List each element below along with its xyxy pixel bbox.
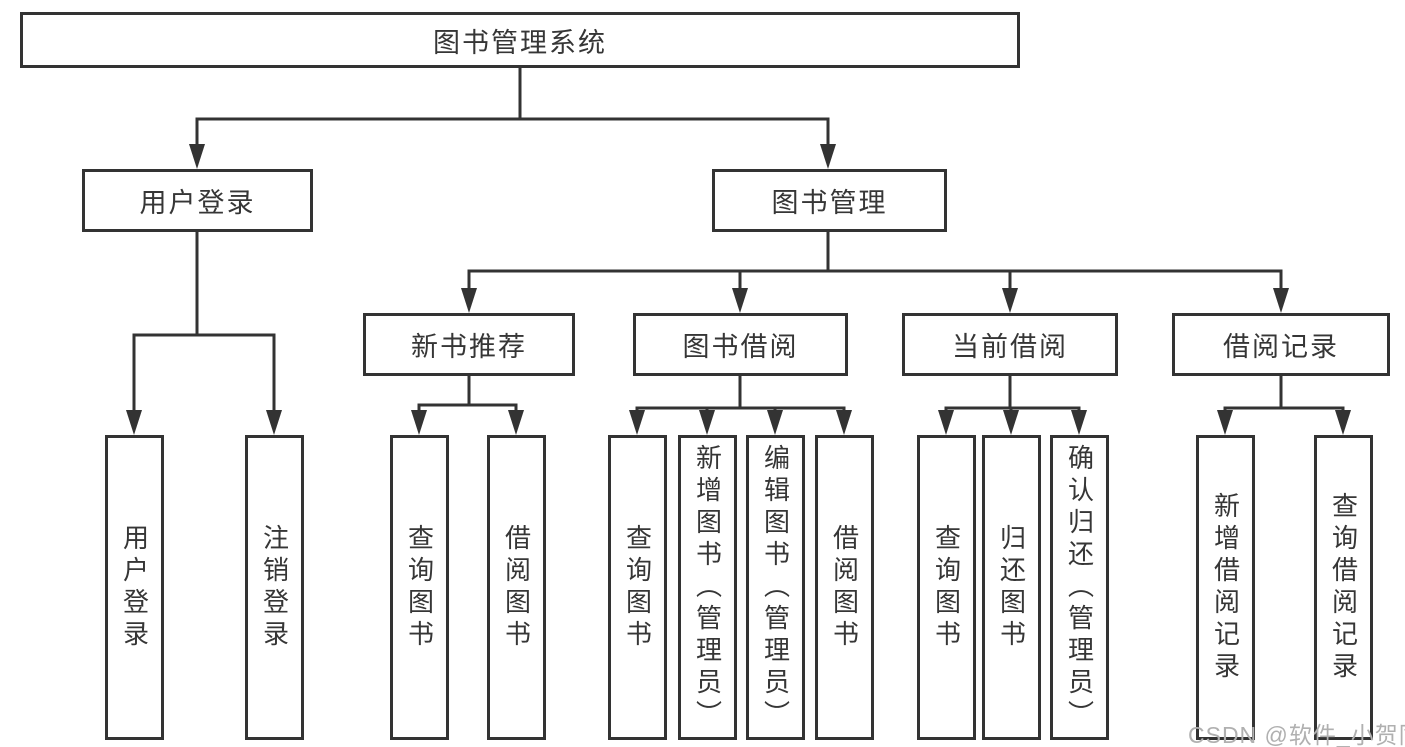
node-label: 新增图书（管理员） bbox=[692, 443, 723, 732]
node-book-management: 图书管理 bbox=[712, 169, 947, 232]
node-label: 当前借阅 bbox=[952, 332, 1068, 362]
node-current-borrow: 当前借阅 bbox=[902, 313, 1118, 376]
node-add-books-admin: 新增图书（管理员） bbox=[678, 435, 737, 740]
node-confirm-return-admin: 确认归还（管理员） bbox=[1050, 435, 1109, 740]
node-label: 借阅图书 bbox=[829, 523, 860, 652]
connector-recommend-to-leaves bbox=[411, 374, 524, 435]
connector-borrow-to-leaves bbox=[629, 374, 852, 435]
connector-user-login-to-leaves bbox=[126, 230, 282, 435]
node-label: 用户登录 bbox=[119, 523, 150, 652]
node-library-management-system: 图书管理系统 bbox=[20, 12, 1020, 68]
node-add-borrow-record: 新增借阅记录 bbox=[1196, 435, 1255, 740]
node-label: 确认归还（管理员） bbox=[1064, 443, 1095, 732]
node-recommend-query-books: 查询图书 bbox=[390, 435, 449, 740]
connector-root-to-branches bbox=[189, 66, 836, 169]
node-logout: 注销登录 bbox=[245, 435, 304, 740]
node-label: 编辑图书（管理员） bbox=[760, 443, 791, 732]
node-query-borrow-record: 查询借阅记录 bbox=[1314, 435, 1373, 740]
node-label: 图书借阅 bbox=[682, 332, 799, 362]
node-label: 归还图书 bbox=[996, 523, 1027, 652]
node-label: 查询图书 bbox=[622, 523, 653, 652]
node-borrow-records: 借阅记录 bbox=[1172, 313, 1390, 376]
csdn-watermark: CSDN @软件_小贺同学 bbox=[1188, 722, 1405, 747]
node-label: 查询图书 bbox=[931, 523, 962, 652]
node-label: 新书推荐 bbox=[411, 332, 527, 362]
connector-records-to-leaves bbox=[1217, 374, 1351, 435]
node-edit-books-admin: 编辑图书（管理员） bbox=[746, 435, 805, 740]
node-label: 查询借阅记录 bbox=[1328, 491, 1359, 684]
node-borrow-query-books: 查询图书 bbox=[608, 435, 667, 740]
node-user-login-branch: 用户登录 bbox=[82, 169, 313, 232]
node-label: 图书管理系统 bbox=[433, 27, 607, 58]
connector-current-to-leaves bbox=[938, 374, 1087, 435]
node-new-book-recommend: 新书推荐 bbox=[363, 313, 575, 376]
node-borrow-books-leaf: 借阅图书 bbox=[815, 435, 874, 740]
node-label: 查询图书 bbox=[404, 523, 435, 652]
node-book-borrow: 图书借阅 bbox=[633, 313, 848, 376]
connector-book-mgmt-to-categories bbox=[461, 230, 1289, 313]
node-user-login-leaf: 用户登录 bbox=[105, 435, 164, 740]
node-label: 注销登录 bbox=[259, 523, 290, 652]
node-recommend-borrow-books: 借阅图书 bbox=[487, 435, 546, 740]
node-label: 图书管理 bbox=[771, 188, 888, 218]
node-label: 用户登录 bbox=[139, 188, 256, 218]
node-label: 新增借阅记录 bbox=[1210, 491, 1241, 684]
node-label: 借阅记录 bbox=[1223, 332, 1339, 362]
node-return-books: 归还图书 bbox=[982, 435, 1041, 740]
node-label: 借阅图书 bbox=[501, 523, 532, 652]
node-current-query-books: 查询图书 bbox=[917, 435, 976, 740]
